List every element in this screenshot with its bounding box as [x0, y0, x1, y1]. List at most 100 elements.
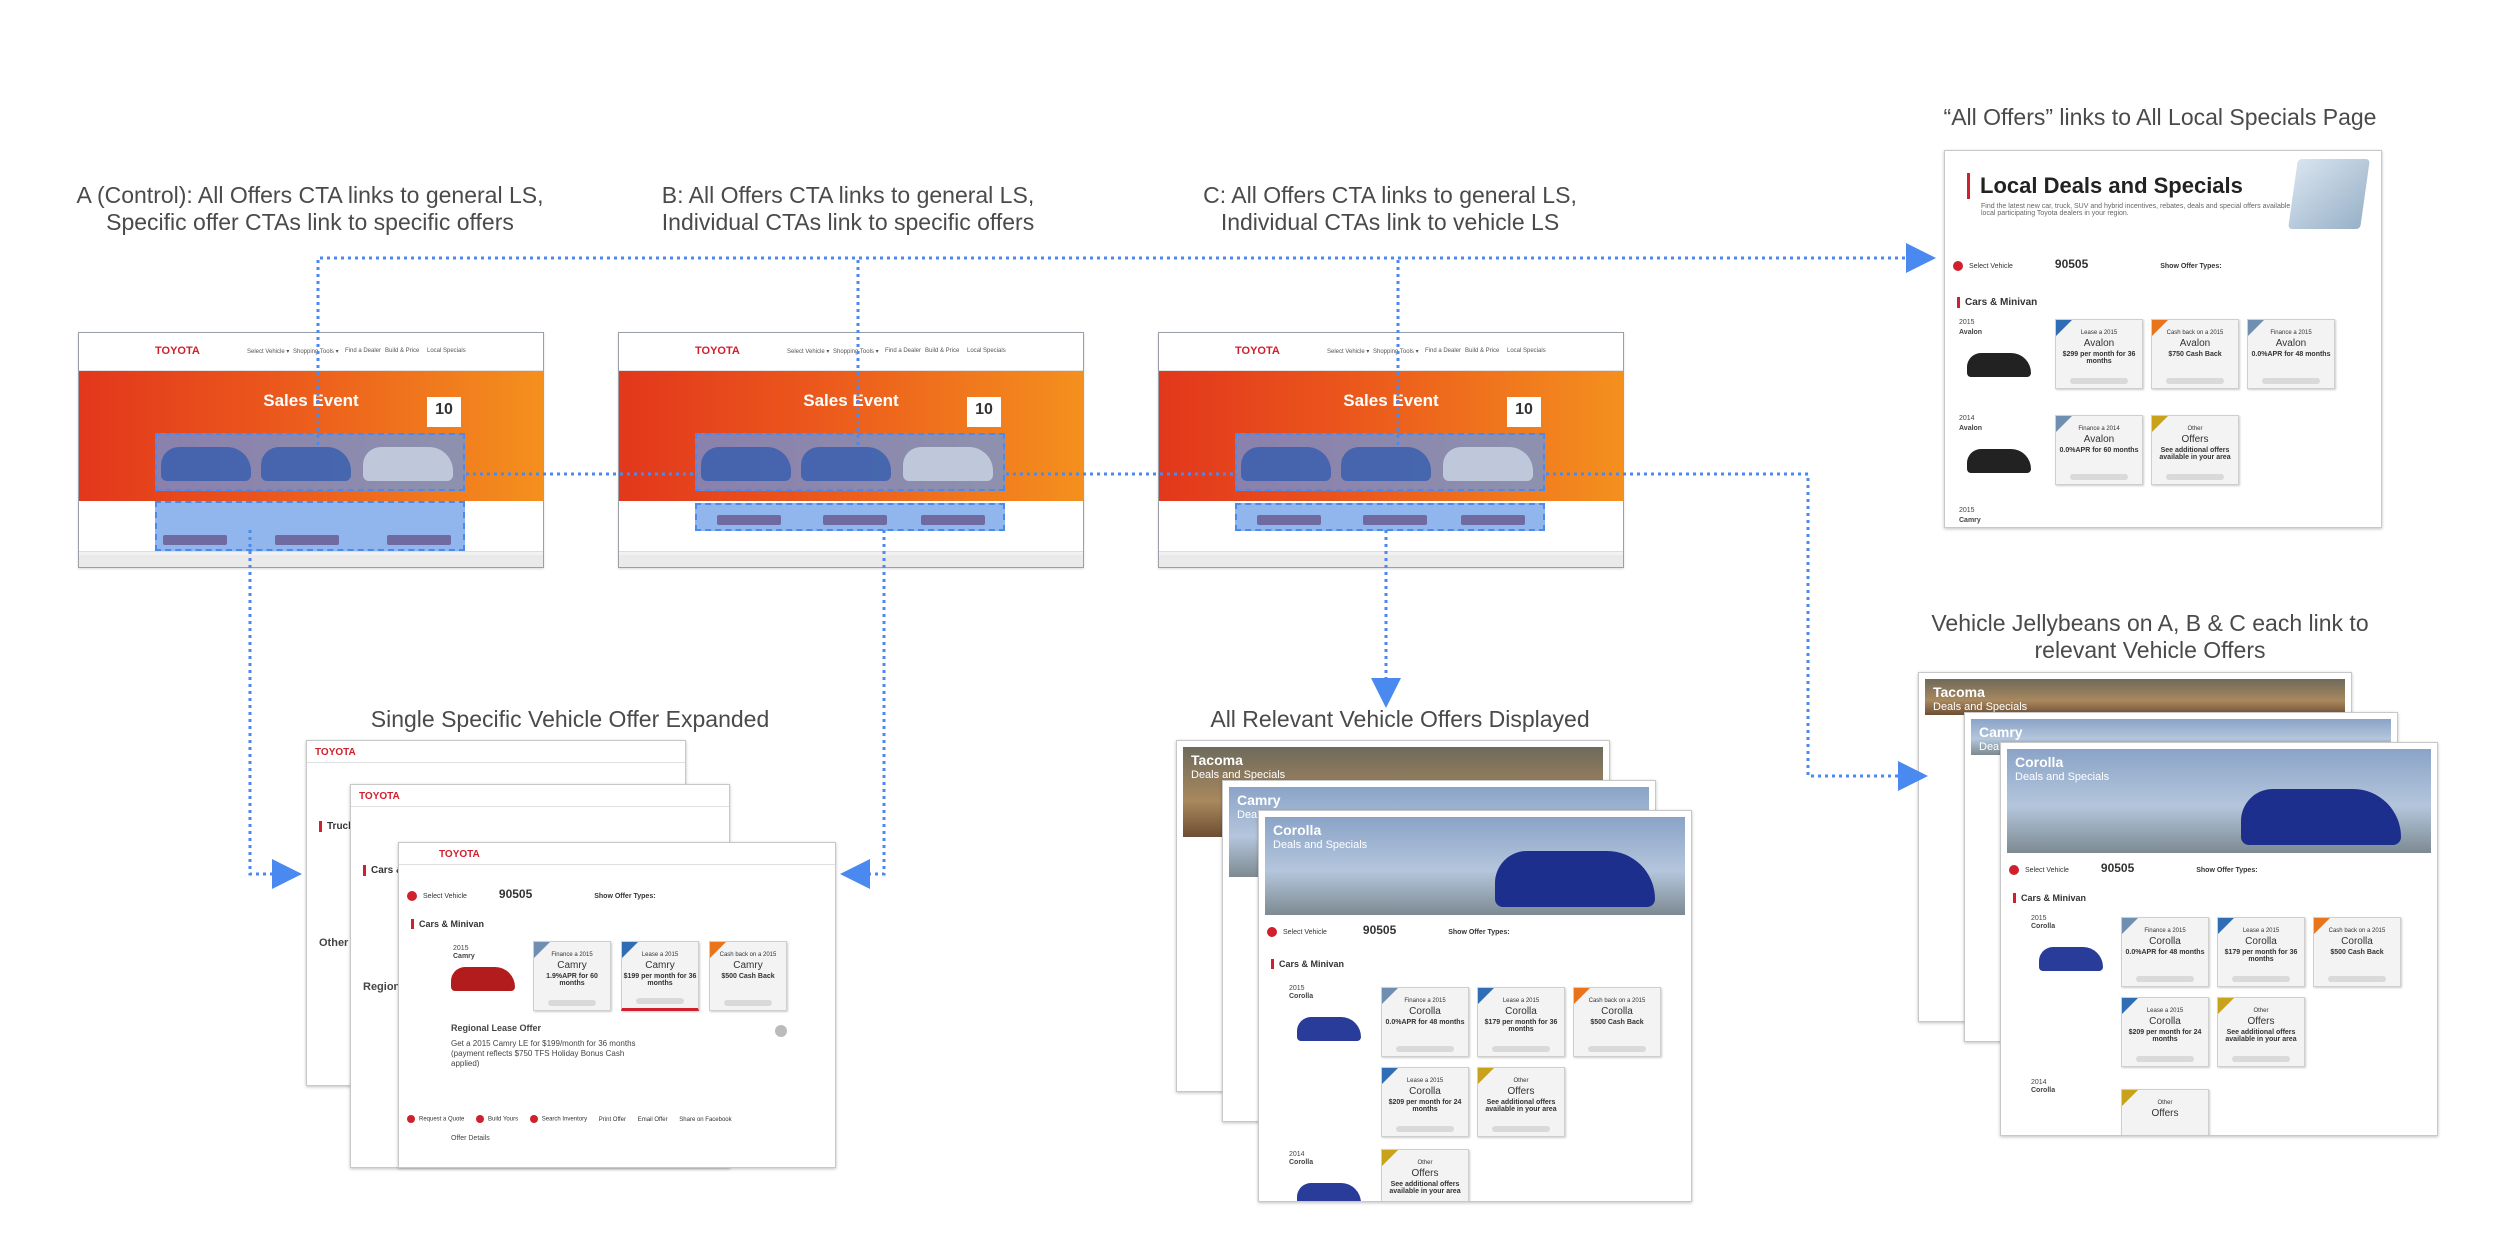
- offer-ctas-overlay[interactable]: [695, 503, 1005, 531]
- offer-filter-row: Select Vehicle 90505 Show Offer Types:: [1953, 257, 2373, 275]
- nav-link[interactable]: Shopping Tools ▾: [293, 349, 339, 355]
- all-offers-connector: [316, 243, 1936, 445]
- row-model: Camry: [453, 953, 475, 960]
- row-year: 2015: [2031, 915, 2047, 922]
- nav-link[interactable]: Local Specials: [427, 348, 466, 354]
- local-deals-page: Local Deals and Specials Find the latest…: [1944, 150, 2382, 528]
- nav-link[interactable]: Shopping Tools ▾: [1373, 349, 1419, 355]
- nav-link[interactable]: Build & Price: [385, 348, 420, 354]
- share-facebook-button[interactable]: Share on Facebook: [679, 1116, 732, 1123]
- toyota-logo: TOYOTA: [439, 849, 480, 860]
- show-offer-types-label: Show Offer Types:: [594, 893, 656, 900]
- nav-link[interactable]: Build & Price: [1465, 348, 1500, 354]
- offer-ctas-overlay[interactable]: [155, 501, 465, 551]
- vehicle-thumbnail[interactable]: [1967, 449, 2031, 473]
- build-yours-button[interactable]: Build Yours: [488, 1116, 519, 1123]
- select-vehicle-icon[interactable]: [1953, 261, 1963, 272]
- nav-link[interactable]: Find a Dealer: [1425, 348, 1462, 354]
- vehicle-jellybeans-overlay[interactable]: [1235, 433, 1545, 491]
- nav-link[interactable]: Shopping Tools ▾: [833, 349, 879, 355]
- specific-offer-connector: [840, 530, 886, 889]
- select-vehicle-icon[interactable]: [407, 891, 417, 902]
- select-vehicle-button[interactable]: Select Vehicle: [2024, 867, 2069, 874]
- hero-title: Sales Event: [803, 391, 899, 410]
- offer-heading: Regional Lease Offer: [451, 1023, 542, 1033]
- nav-link[interactable]: Build & Price: [925, 348, 960, 354]
- select-vehicle-icon[interactable]: [1267, 927, 1277, 938]
- days-badge: 10: [967, 397, 1001, 427]
- nav-link[interactable]: Local Specials: [1507, 348, 1546, 354]
- nav-link[interactable]: Find a Dealer: [345, 348, 382, 354]
- hero-title: Sales Event: [263, 391, 359, 410]
- row-year: 2015: [453, 945, 469, 952]
- select-vehicle-button[interactable]: Select Vehicle: [422, 893, 467, 900]
- nav-bar: TOYOTA Select Vehicle ▾ Shopping Tools ▾…: [79, 333, 543, 371]
- vehicle-thumbnail[interactable]: [2039, 947, 2103, 971]
- nav-link[interactable]: Local Specials: [967, 348, 1006, 354]
- offer-actions: Request a Quote Build Yours Search Inven…: [407, 1115, 827, 1133]
- search-inventory-button[interactable]: Search Inventory: [541, 1116, 588, 1123]
- toyota-logo: TOYOTA: [1235, 345, 1280, 357]
- email-offer-button[interactable]: Email Offer: [637, 1116, 668, 1123]
- row-model: Camry: [1959, 517, 1981, 524]
- row-model: Corolla: [2031, 1087, 2056, 1094]
- homepage-variant-a: TOYOTA Select Vehicle ▾ Shopping Tools ▾…: [78, 332, 544, 568]
- heading-variant-b: B: All Offers CTA links to general LS, I…: [661, 182, 1035, 235]
- section-heading: Other: [319, 937, 349, 949]
- heading-all-offers: “All Offers” links to All Local Specials…: [1943, 104, 2377, 130]
- nav-link[interactable]: Select Vehicle ▾: [1327, 349, 1370, 355]
- hero-title: Sales Event: [1343, 391, 1439, 410]
- vehicle-thumbnail[interactable]: [1967, 353, 2031, 377]
- vehicle-jellybeans-overlay[interactable]: [695, 433, 1005, 491]
- zip-code[interactable]: 90505: [1362, 923, 1397, 937]
- nav-bar: TOYOTA: [399, 843, 835, 865]
- section-heading: Cars & Minivan: [1957, 297, 2037, 308]
- homepage-variant-b: TOYOTA Select Vehicle ▾ Shopping Tools ▾…: [618, 332, 1084, 568]
- nav-link[interactable]: Select Vehicle ▾: [787, 349, 830, 355]
- print-offer-button[interactable]: Print Offer: [598, 1116, 627, 1123]
- nav-link[interactable]: Select Vehicle ▾: [247, 349, 290, 355]
- section-heading: Trucks: [319, 821, 359, 832]
- vehicle-thumbnail[interactable]: [451, 967, 515, 991]
- select-vehicle-button[interactable]: Select Vehicle: [1968, 263, 2013, 270]
- close-icon[interactable]: [775, 1025, 787, 1037]
- select-vehicle-button[interactable]: Select Vehicle: [1282, 929, 1327, 936]
- request-quote-button[interactable]: Request a Quote: [419, 1116, 465, 1123]
- offer-ctas-overlay[interactable]: [1235, 503, 1545, 531]
- vehicle-thumbnail[interactable]: [1297, 1017, 1361, 1041]
- offer-filter-row: Select Vehicle 90505 Show Offer Types:: [407, 887, 827, 905]
- row-year: 2015: [1959, 507, 1975, 514]
- zip-code[interactable]: 90505: [2054, 257, 2089, 271]
- single-offer-page: TOYOTA Select Vehicle 90505 Show Offer T…: [398, 842, 836, 1168]
- zip-code[interactable]: 90505: [498, 887, 533, 901]
- nav-link[interactable]: Find a Dealer: [885, 348, 922, 354]
- zip-code[interactable]: 90505: [2100, 861, 2135, 875]
- heading-jellybeans: Vehicle Jellybeans on A, B & C each link…: [1931, 610, 2369, 663]
- vehicle-jellybeans-overlay[interactable]: [155, 433, 465, 491]
- vehicle-thumbnail[interactable]: [1297, 1183, 1361, 1201]
- select-vehicle-icon[interactable]: [2009, 865, 2019, 876]
- toyota-logo: TOYOTA: [155, 345, 200, 357]
